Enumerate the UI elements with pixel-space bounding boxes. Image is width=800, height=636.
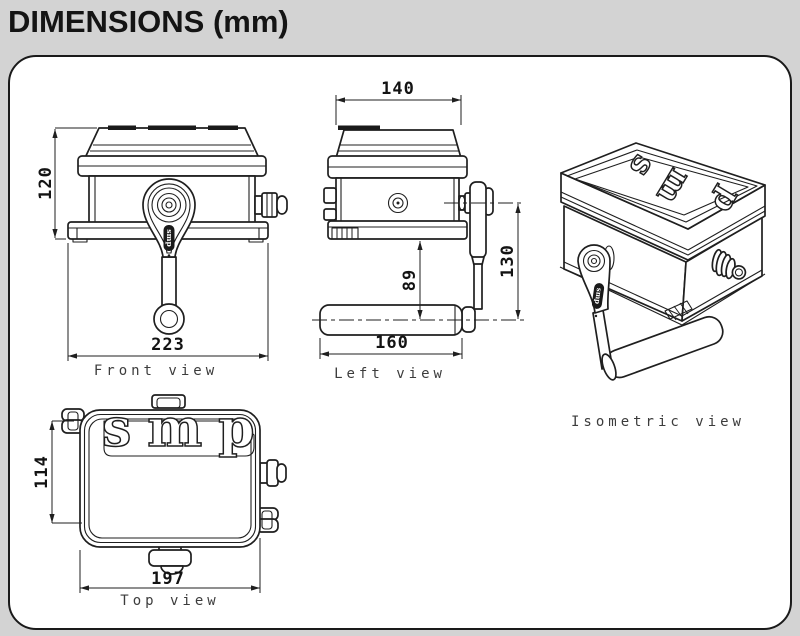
top-dim-width-value: 197 bbox=[151, 569, 185, 589]
left-lever-fork bbox=[461, 306, 476, 333]
left-dim-89-value: 89 bbox=[400, 269, 420, 291]
front-roller-end bbox=[153, 303, 185, 335]
top-box-outer bbox=[79, 409, 261, 548]
front-lid-top-tabs bbox=[108, 125, 238, 130]
front-dim-height: 120 bbox=[36, 127, 97, 240]
left-base-flange bbox=[327, 220, 468, 240]
top-dim-depth-value: 114 bbox=[32, 455, 52, 489]
left-cover-screw-inner bbox=[392, 197, 404, 209]
page-title: DIMENSIONS (mm) bbox=[8, 4, 289, 39]
drawing-panel: 120 223 smp Front view bbox=[8, 55, 792, 630]
left-body bbox=[335, 177, 460, 226]
left-dim-width: 140 bbox=[335, 79, 462, 125]
left-dim-box-to-roller: 89 bbox=[400, 241, 423, 319]
iso-lid-bevel bbox=[574, 156, 749, 216]
front-view-label: Front view bbox=[94, 363, 218, 379]
left-hinge-bumps bbox=[323, 187, 337, 221]
top-box-step1 bbox=[83, 413, 257, 544]
left-lever-arm bbox=[461, 181, 494, 333]
iso-lid-skirt-line bbox=[560, 196, 766, 256]
front-pivot-ring bbox=[161, 197, 177, 213]
left-view-label: Left view bbox=[334, 366, 446, 382]
top-cable-gland bbox=[259, 459, 287, 487]
front-lever-badge-text: smp bbox=[165, 229, 174, 246]
front-lever-badge bbox=[163, 225, 175, 251]
front-lever-head-inner bbox=[147, 183, 191, 254]
front-dim-width-value: 223 bbox=[151, 335, 185, 355]
dimensions-drawing: 120 223 smp Front view bbox=[32, 79, 766, 609]
top-box-step2 bbox=[88, 418, 252, 539]
left-lever-stem bbox=[473, 263, 483, 310]
iso-lid-skirt-line bbox=[560, 191, 766, 251]
top-view: smp 114 197 Top view bbox=[32, 394, 287, 609]
front-lever-dot bbox=[167, 254, 171, 257]
iso-lever-badge-text: smp bbox=[593, 287, 604, 304]
front-pivot-ring bbox=[156, 192, 182, 218]
front-dim-height-value: 120 bbox=[36, 166, 56, 200]
front-lever: smp bbox=[142, 178, 196, 335]
left-lid-top-tab bbox=[338, 125, 380, 130]
front-cable-gland bbox=[254, 192, 288, 218]
front-view: 120 223 smp Front view bbox=[36, 125, 288, 379]
front-roller-end-inner bbox=[159, 309, 179, 329]
front-pivot-hole bbox=[165, 201, 173, 209]
left-cover-screw bbox=[387, 192, 409, 214]
left-dim-130-value: 130 bbox=[498, 244, 518, 278]
top-dim-depth: 114 bbox=[32, 420, 82, 524]
left-view: 140 bbox=[312, 79, 526, 382]
iso-lever: smp bbox=[577, 244, 617, 381]
isometric-view: smp smp Isometric view bbox=[559, 142, 766, 430]
left-cover-screw-dot bbox=[396, 201, 400, 205]
iso-cable-gland bbox=[711, 248, 747, 280]
top-logo-text: smp bbox=[102, 398, 271, 459]
iso-foot-detail bbox=[664, 300, 693, 321]
front-pivot-ring bbox=[151, 187, 187, 223]
left-dim-width-value: 140 bbox=[381, 79, 415, 99]
top-center-tab bbox=[151, 394, 186, 409]
top-lever-roller-stub bbox=[148, 539, 192, 575]
top-dim-width: 197 bbox=[79, 538, 261, 593]
iso-lid-bevel bbox=[566, 149, 758, 223]
iso-pivot-ring bbox=[582, 249, 606, 273]
iso-roller bbox=[605, 315, 724, 379]
front-lid-outline bbox=[84, 127, 260, 159]
left-lid-outline bbox=[335, 129, 462, 159]
iso-pivot-hole bbox=[590, 257, 598, 265]
left-dim-160-value: 160 bbox=[375, 333, 409, 353]
front-lever-head bbox=[142, 178, 196, 258]
iso-lever-badge bbox=[591, 283, 605, 309]
iso-pivot-ring bbox=[587, 254, 601, 268]
left-dim-roller-length: 160 bbox=[319, 333, 463, 359]
top-logo-panel bbox=[103, 420, 255, 457]
left-dim-shaft-to-roller: 130 bbox=[444, 202, 524, 319]
iso-lever-dot bbox=[594, 314, 598, 318]
iso-lever-fork-cap bbox=[601, 353, 617, 381]
top-mounting-ear-bottomright bbox=[255, 507, 279, 533]
isometric-view-label: Isometric view bbox=[571, 414, 745, 430]
top-view-label: Top view bbox=[120, 593, 219, 609]
front-dim-width: 223 bbox=[67, 243, 269, 361]
left-lever-upper bbox=[469, 181, 487, 259]
